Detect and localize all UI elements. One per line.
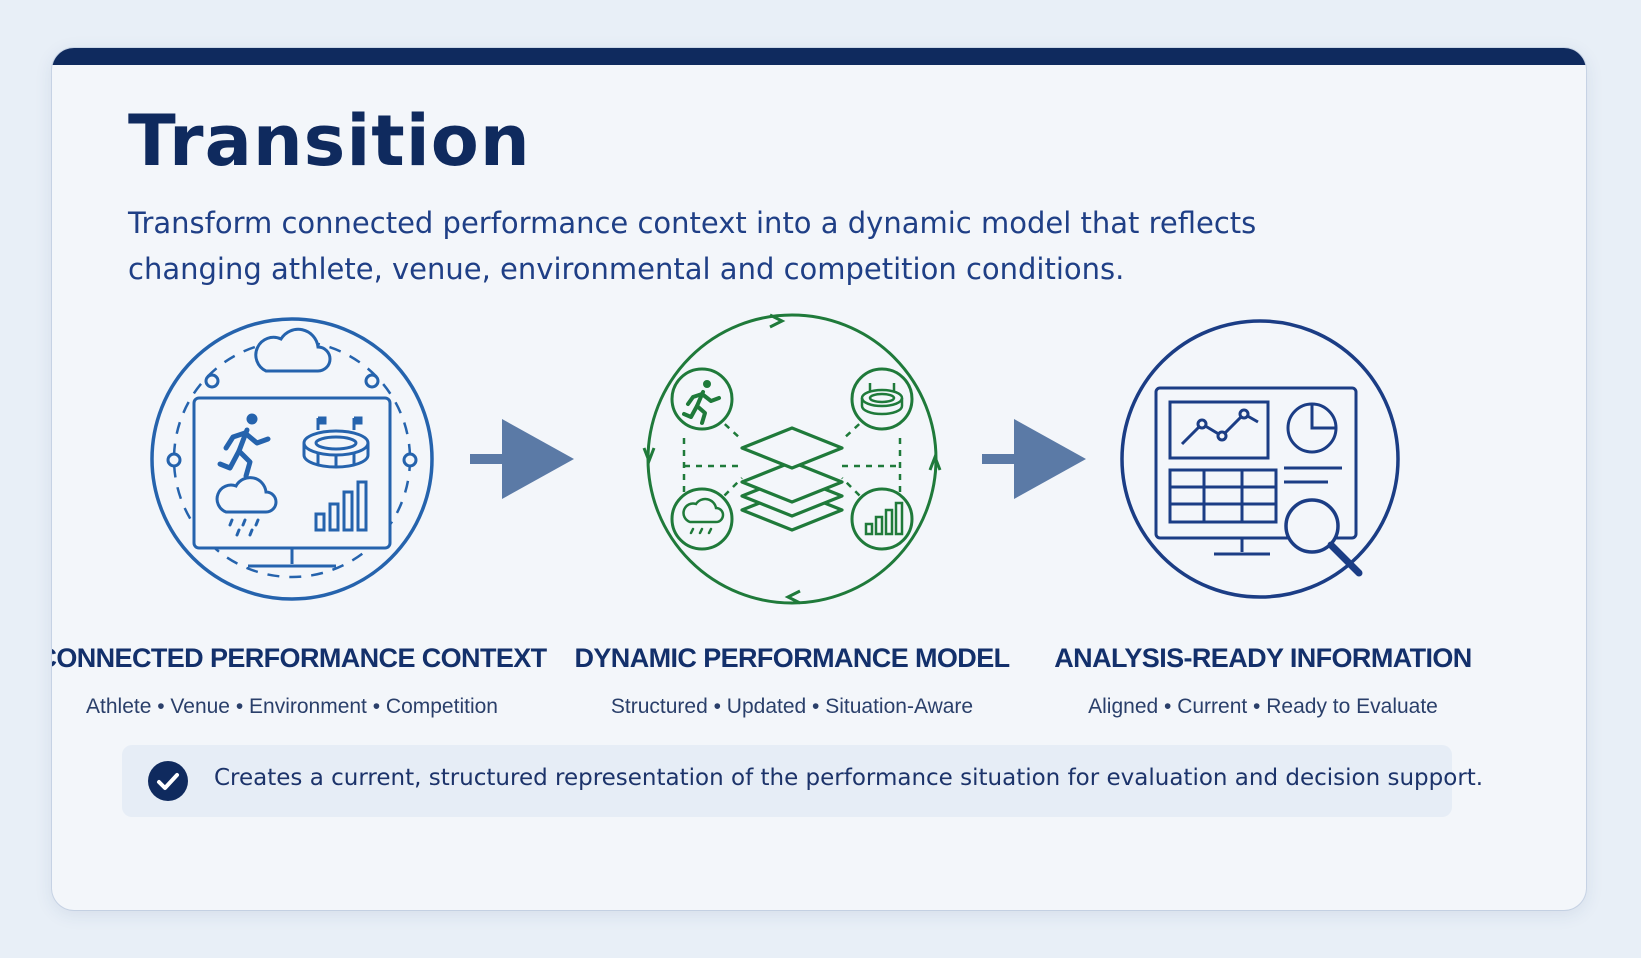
stage-1-subtitle: Athlete • Venue • Environment • Competit… [86, 695, 498, 718]
checkmark-icon [148, 761, 188, 801]
stage-3-subtitle: Aligned • Current • Ready to Evaluate [1088, 695, 1438, 718]
transition-card: Transition Transform connected performan… [52, 48, 1586, 910]
dashboard-magnifier-icon [1120, 319, 1400, 599]
stadium-icon [302, 416, 370, 469]
stage-1-title: CONNECTED PERFORMANCE CONTEXT [52, 643, 547, 673]
stage-2-subtitle: Structured • Updated • Situation-Aware [610, 695, 974, 718]
bar-chart-icon [314, 480, 368, 532]
venue-node [850, 367, 914, 431]
flow-arrow-2 [982, 419, 1086, 499]
layers-icon [740, 426, 844, 532]
stage-2-title: DYNAMIC PERFORMANCE MODEL [574, 643, 1011, 673]
summary-text: Creates a current, structured representa… [214, 765, 1484, 791]
top-accent-bar [52, 48, 1586, 65]
monitor-context-icon [150, 317, 434, 601]
page-description: Transform connected performance context … [128, 206, 1257, 286]
runner-icon [217, 413, 271, 479]
layered-model-cycle-icon [642, 313, 942, 605]
flow-arrow-1 [470, 419, 574, 499]
stage-3-title: ANALYSIS-READY INFORMATION [1054, 643, 1472, 673]
rain-cloud-icon [215, 476, 278, 537]
page-title: Transition [128, 100, 531, 182]
summary-banner: Creates a current, structured representa… [122, 745, 1483, 817]
weather-node [670, 487, 734, 551]
flow-diagram [150, 313, 1400, 605]
